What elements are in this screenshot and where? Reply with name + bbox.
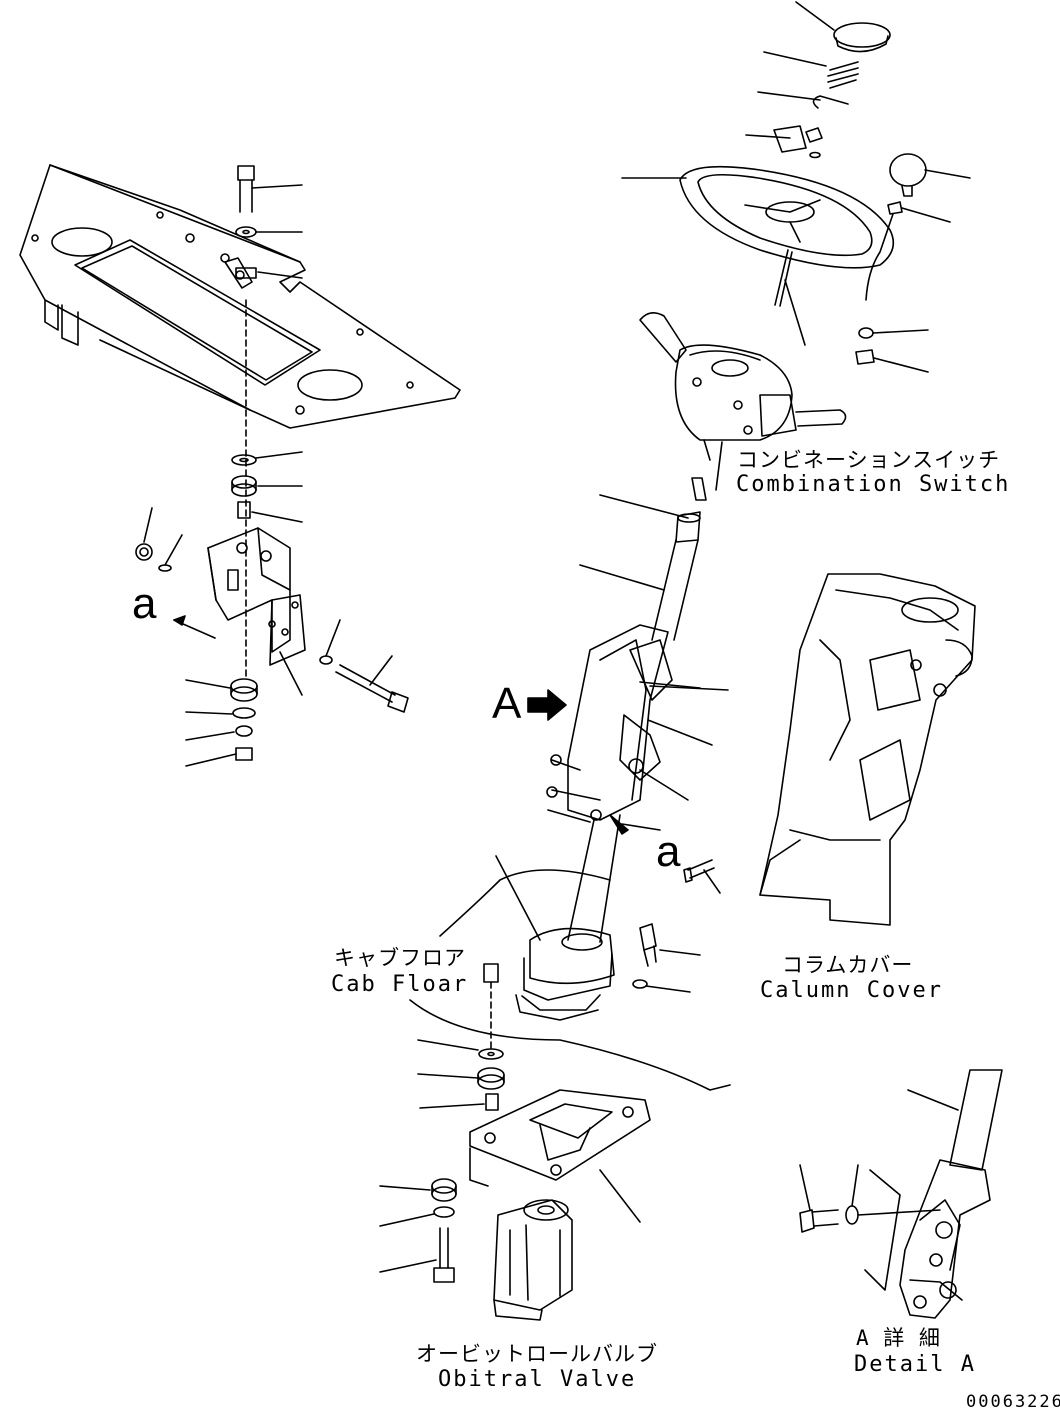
top-bolt-stack: [235, 165, 303, 681]
combination-switch: [639, 312, 847, 491]
column-cover-jp-label: コラムカバー: [782, 953, 914, 977]
steering-wheel-assembly: [621, 1, 971, 373]
detail-a: [799, 1069, 1003, 1319]
lower-washer-stack: [231, 451, 303, 523]
combination-switch-jp-label: コンビネーションスイッチ: [737, 448, 1001, 472]
lower-stack-and-valve: [379, 963, 731, 1321]
column-cover-en-label: Calumn Cover: [760, 978, 943, 1003]
steering-column: [439, 477, 729, 1021]
cab-floor-en-label: Cab Floar: [331, 972, 469, 997]
detail-a-jp-label: A 詳 細: [856, 1326, 941, 1350]
obitral-valve-en-label: Obitral Valve: [438, 1367, 637, 1392]
view-a-callout: A: [492, 679, 522, 728]
reference-a-left: a: [132, 579, 157, 628]
obitral-valve-jp-label: オービットロールバルブ: [416, 1342, 658, 1366]
column-cover: [759, 573, 976, 926]
cab-floor-jp-label: キャブフロア: [334, 946, 466, 970]
long-bolt: [319, 619, 409, 713]
mount-bracket: [135, 507, 306, 696]
reference-a-center: a: [656, 827, 681, 876]
view-a-arrow: [527, 689, 567, 721]
figure-number: 00063226: [966, 1392, 1060, 1412]
lower-left-nuts: [185, 678, 258, 767]
detail-a-en-label: Detail A: [854, 1352, 976, 1377]
combination-switch-en-label: Combination Switch: [736, 472, 1011, 497]
